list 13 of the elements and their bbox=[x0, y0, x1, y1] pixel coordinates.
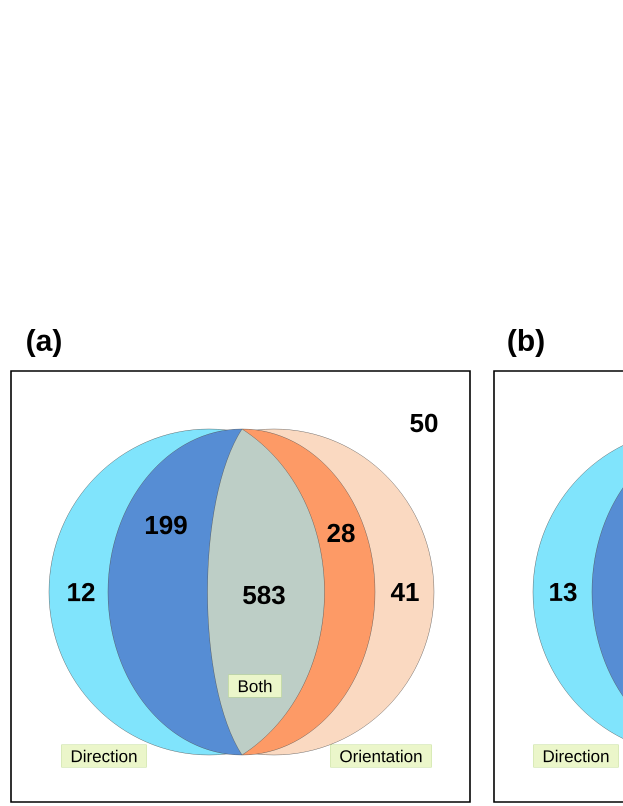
count-label: 13 bbox=[550, 582, 576, 602]
count-label: 28 bbox=[327, 524, 355, 542]
label-box: Direction bbox=[61, 744, 147, 768]
panel-label: (b) bbox=[508, 329, 544, 357]
label-box: Orientation bbox=[330, 744, 432, 768]
label-box: Both bbox=[228, 674, 282, 698]
count-label: 12 bbox=[68, 582, 94, 602]
count-label: 199 bbox=[146, 516, 187, 534]
count-label: 50 bbox=[410, 414, 438, 432]
count-label: 583 bbox=[243, 586, 285, 604]
panel-label: (a) bbox=[27, 329, 61, 357]
count-label: 41 bbox=[390, 583, 419, 601]
label-box: Direction bbox=[533, 744, 619, 768]
